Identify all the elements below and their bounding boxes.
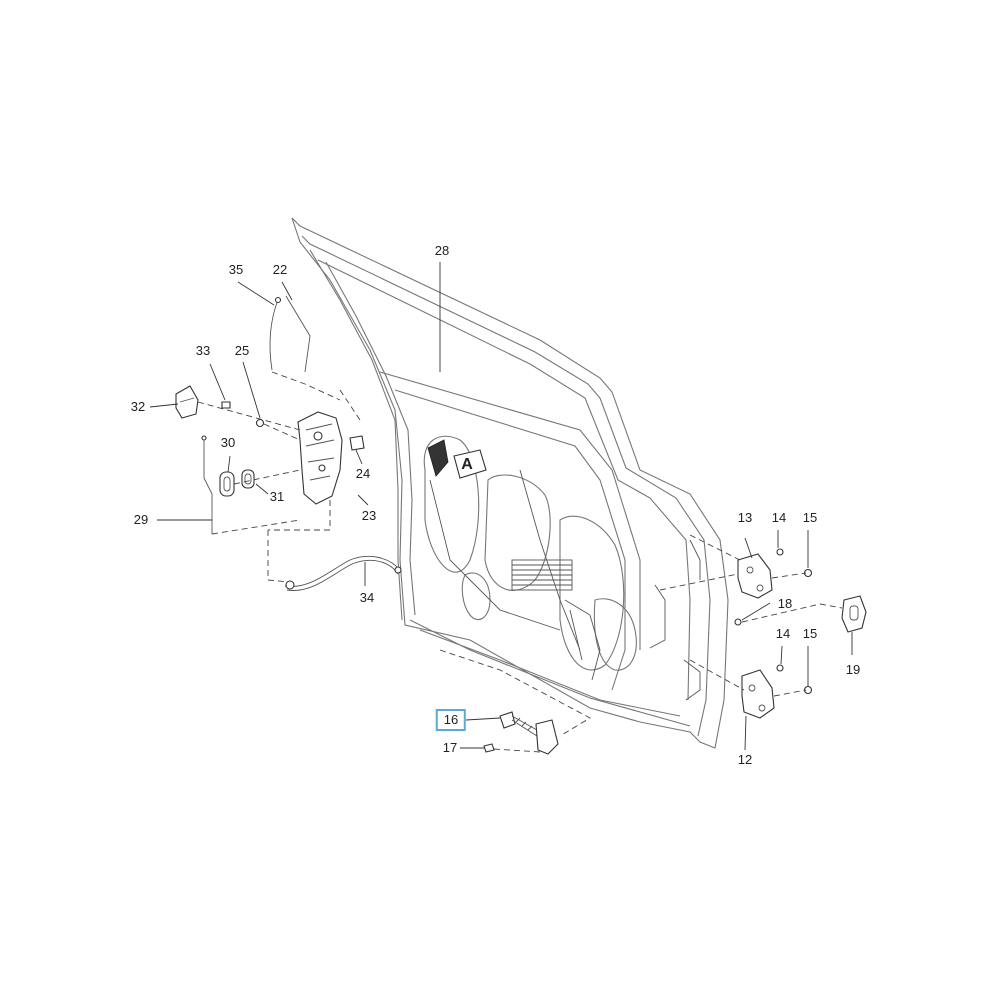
label-22: 22 xyxy=(272,262,288,277)
label-14-upper: 14 xyxy=(771,510,787,525)
label-24: 24 xyxy=(355,466,371,481)
label-23: 23 xyxy=(361,508,377,523)
label-25: 25 xyxy=(234,343,250,358)
label-17: 17 xyxy=(442,740,458,755)
lock-assembly xyxy=(175,295,365,583)
cable-34 xyxy=(284,556,402,591)
leader-lines xyxy=(149,262,853,751)
label-15-upper: 15 xyxy=(802,510,818,525)
lower-hinge xyxy=(689,659,813,719)
view-marker xyxy=(427,439,487,479)
label-30: 30 xyxy=(220,435,236,450)
label-29: 29 xyxy=(133,512,149,527)
label-12: 12 xyxy=(737,752,753,767)
upper-hinge xyxy=(659,534,813,599)
label-32: 32 xyxy=(130,399,146,414)
label-31: 31 xyxy=(269,489,285,504)
label-33: 33 xyxy=(195,343,211,358)
label-14-lower: 14 xyxy=(775,626,791,641)
label-16-highlighted: 16 xyxy=(435,709,467,731)
view-marker-label: A xyxy=(461,456,473,473)
label-34: 34 xyxy=(359,590,375,605)
striker-19 xyxy=(734,595,867,633)
label-13: 13 xyxy=(737,510,753,525)
label-35: 35 xyxy=(228,262,244,277)
label-15-lower: 15 xyxy=(802,626,818,641)
label-18: 18 xyxy=(777,596,793,611)
door-frame xyxy=(291,217,729,749)
label-19: 19 xyxy=(845,662,861,677)
door-check xyxy=(439,649,591,755)
label-28: 28 xyxy=(434,243,450,258)
